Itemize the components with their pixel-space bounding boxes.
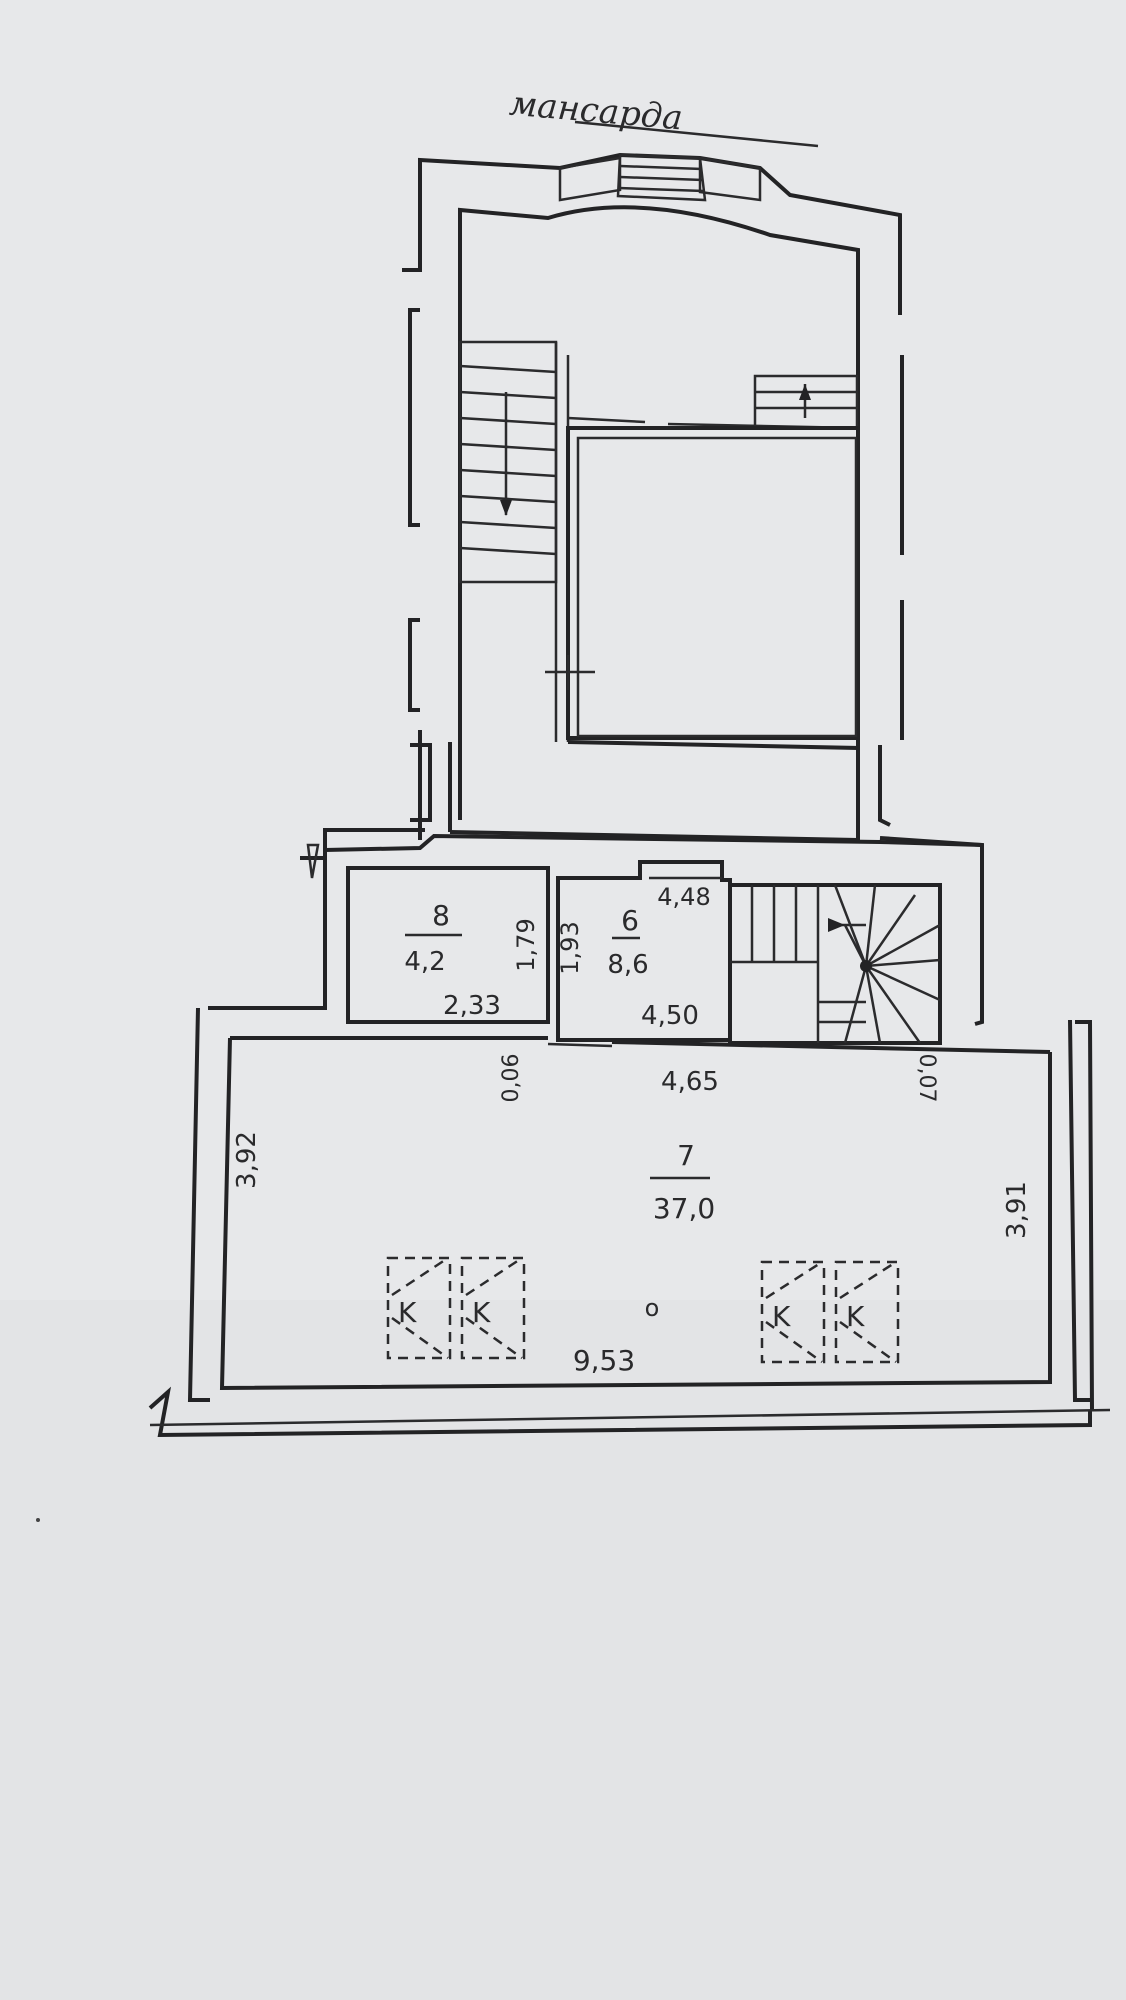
right-short-stair [753,374,859,430]
room-7-left-depth: 3,92 [232,1131,262,1189]
stairwell-opening [545,426,860,740]
hall-landing [448,740,860,843]
stray-dot [36,1518,40,1522]
room-6-depth: 1,93 [556,921,584,974]
room-8-area: 4,2 [404,947,445,977]
winding-stair [728,883,942,1045]
room-7-left-small: 0,06 [499,1054,524,1103]
room-7 [148,1007,1111,1438]
skylight-1 [386,1256,452,1360]
skylight-2 [460,1256,526,1360]
room-8 [346,866,550,1024]
room-6-bottom-width: 4,50 [641,1001,699,1031]
skylight-2-mark: K [472,1296,491,1329]
skylight-3-mark: K [772,1300,791,1333]
room-7-right-small: 0,07 [914,1054,939,1103]
room-8-depth: 1,79 [512,918,540,971]
middle-band-walls [208,833,984,1026]
upper-hall-walls [323,152,984,880]
room-6-area: 8,6 [607,950,648,980]
room-7-right-depth: 3,91 [1002,1181,1032,1239]
room-8-width: 2,33 [443,991,501,1021]
paper-lower-shade [0,1300,1126,2000]
top-stair [616,153,707,202]
room-7-area: 37,0 [653,1192,715,1225]
skylight-1-mark: K [398,1296,417,1329]
room-6 [556,860,732,1042]
winding-stair-arrow [828,918,845,932]
stair-down-arrow [500,500,512,516]
title-underline [574,120,819,148]
skylight-4 [834,1260,900,1364]
room-6-top-width: 4,48 [657,883,710,911]
room-8-number: 8 [432,899,450,932]
room-7-top-width: 4,65 [661,1067,719,1097]
room-6-number: 6 [621,904,639,937]
skylight-4-mark: K [846,1300,865,1333]
center-mark: o [645,1294,660,1322]
room-7-bottom-width: 9,53 [573,1344,635,1377]
stair-up-arrow [799,384,811,400]
room-7-number: 7 [677,1139,695,1172]
skylight-3 [760,1260,826,1364]
